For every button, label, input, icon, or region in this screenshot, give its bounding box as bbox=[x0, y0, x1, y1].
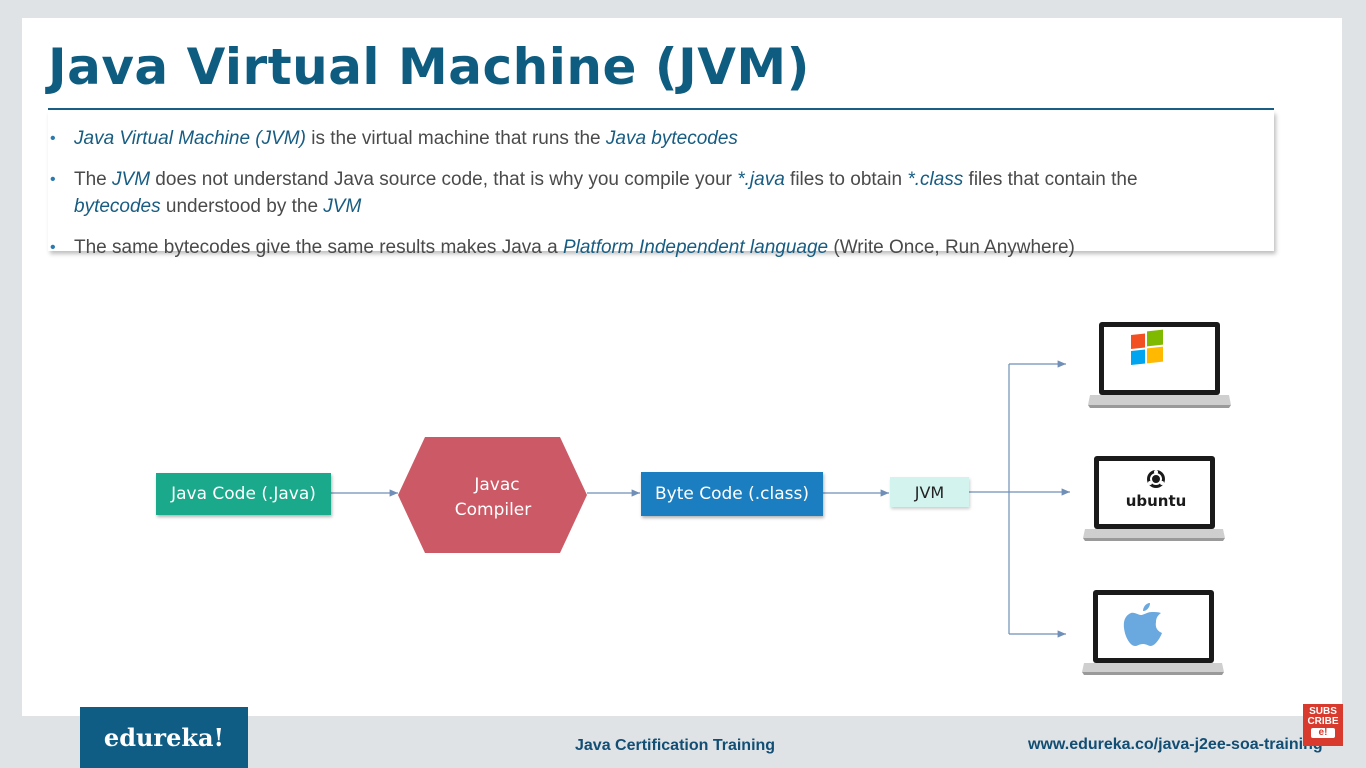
course-url[interactable]: www.edureka.co/java-j2ee-soa-training bbox=[1028, 736, 1323, 753]
byte-code-box: Byte Code (.class) bbox=[641, 472, 823, 516]
bullet-segment: understood by the bbox=[160, 196, 324, 217]
bullet-segment: The same bytecodes give the same results… bbox=[74, 237, 563, 258]
slide-title: Java Virtual Machine (JVM) bbox=[48, 38, 811, 96]
bullet-segment: (Write Once, Run Anywhere) bbox=[828, 237, 1075, 258]
bullet-text: Java Virtual Machine (JVM) is the virtua… bbox=[74, 128, 738, 149]
compiler-label-line2: Compiler bbox=[455, 500, 532, 520]
subscribe-line1: SUBS bbox=[1309, 706, 1337, 717]
windows-logo-icon bbox=[1131, 329, 1163, 365]
bullet-highlight: Platform Independent language bbox=[562, 237, 829, 258]
bullet-segment: files to obtain bbox=[784, 169, 908, 190]
title-underline bbox=[48, 108, 1274, 110]
bullet-highlight: JVM bbox=[323, 196, 362, 217]
apple-logo-icon bbox=[1123, 603, 1162, 646]
bullet-text: The same bytecodes give the same results… bbox=[74, 237, 1075, 258]
java-code-box: Java Code (.Java) bbox=[156, 473, 331, 515]
subscribe-line2: CRIBE bbox=[1307, 716, 1339, 727]
edureka-logo: edureka! bbox=[80, 707, 248, 768]
course-title: Java Certification Training bbox=[575, 737, 776, 754]
laptop-windows bbox=[1088, 322, 1231, 408]
bullet-item: • The same bytecodes give the same resul… bbox=[50, 234, 1075, 261]
bullet-highlight: Java bytecodes bbox=[605, 128, 738, 149]
bullet-segment: is the virtual machine that runs the bbox=[305, 128, 606, 149]
bullet-highlight: *.java bbox=[737, 169, 785, 190]
bullet-highlight: Java Virtual Machine (JVM) bbox=[74, 128, 306, 149]
laptop-ubuntu: ubuntu bbox=[1083, 456, 1225, 541]
bullet-text: The JVM does not understand Java source … bbox=[74, 169, 1138, 217]
bullet-segment: does not understand Java source code, th… bbox=[150, 169, 738, 190]
bullet-segment: The bbox=[74, 169, 113, 190]
bullet-highlight: JVM bbox=[112, 169, 151, 190]
bullet-dot-icon: • bbox=[50, 130, 56, 147]
bullet-dot-icon: • bbox=[50, 239, 56, 256]
bullet-highlight: bytecodes bbox=[74, 196, 161, 217]
ubuntu-logo-icon bbox=[1147, 470, 1165, 488]
bullet-item: • The JVM does not understand Java sourc… bbox=[50, 166, 1224, 220]
compiler-hexagon bbox=[398, 437, 587, 553]
bullet-dot-icon: • bbox=[50, 171, 56, 188]
subscribe-line3: e! bbox=[1311, 728, 1335, 738]
bullet-segment: files that contain the bbox=[963, 169, 1138, 190]
subscribe-button[interactable]: SUBS CRIBE e! bbox=[1303, 704, 1343, 746]
bullet-list: • Java Virtual Machine (JVM) is the virt… bbox=[48, 111, 1274, 258]
ubuntu-label: ubuntu bbox=[1126, 492, 1187, 510]
compiler-label-line1: Javac bbox=[473, 475, 519, 495]
laptop-mac bbox=[1082, 590, 1224, 675]
jvm-box: JVM bbox=[890, 477, 969, 507]
bullet-highlight: *.class bbox=[907, 169, 964, 190]
bullet-item: • Java Virtual Machine (JVM) is the virt… bbox=[50, 125, 738, 152]
